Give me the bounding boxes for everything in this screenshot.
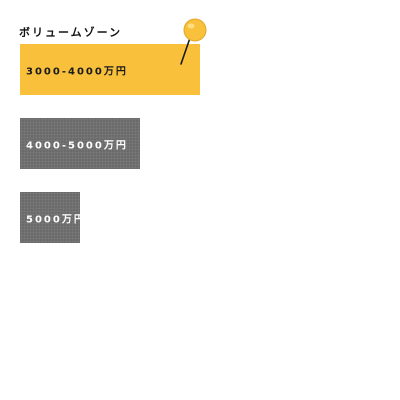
bar-1: 3000-4000万円 — [20, 44, 200, 95]
chart-title: ボリュームゾーン — [19, 26, 123, 39]
bar-label: 5000万円- — [26, 214, 92, 225]
bar-label: 3000-4000万円 — [26, 66, 128, 77]
pushpin-highlight — [187, 23, 195, 29]
bar-label: 4000-5000万円 — [26, 140, 128, 151]
pushpin-head — [183, 18, 207, 42]
bar-3: 5000万円- — [20, 192, 90, 243]
bar-2: 4000-5000万円 — [20, 118, 140, 169]
